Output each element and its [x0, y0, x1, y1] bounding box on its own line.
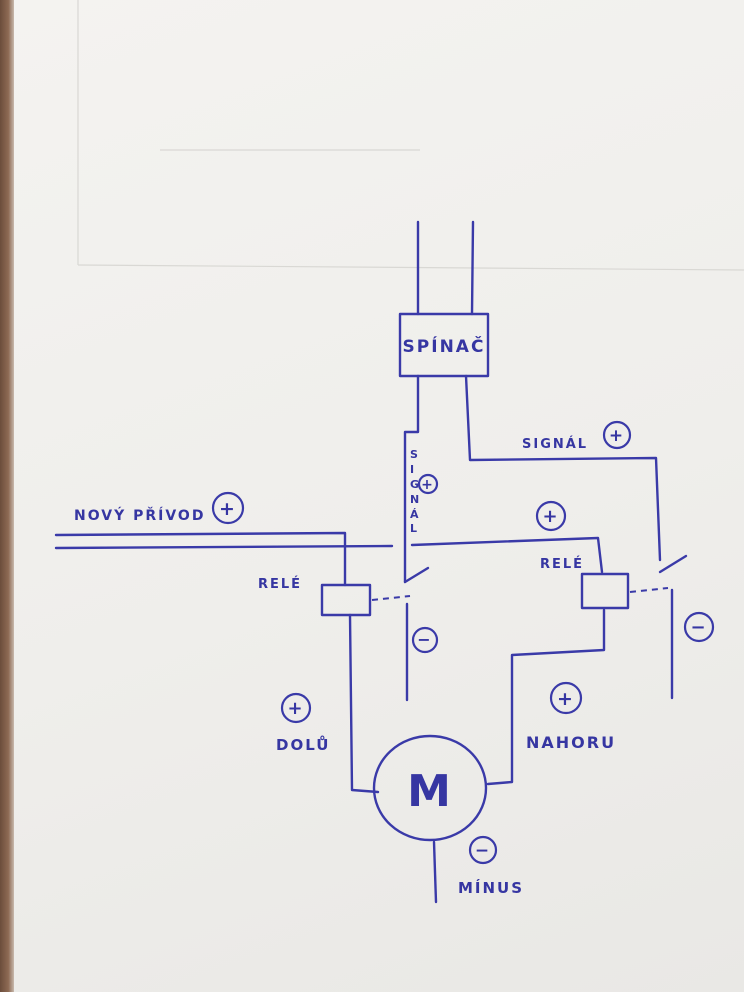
motor-label: M: [407, 766, 453, 817]
signal-wire-left: [403, 374, 420, 584]
plus-symbol-down: +: [280, 692, 312, 724]
supply-wire-lower: [54, 544, 394, 550]
down-label: DOLŮ: [276, 734, 330, 754]
minus-wire: [432, 840, 438, 904]
up-label: NAHORU: [526, 733, 616, 752]
switch-box: [398, 312, 490, 378]
signal-vertical-label: S I G N Á L: [410, 448, 421, 535]
minus-label: MÍNUS: [458, 878, 524, 897]
svg-text:−: −: [475, 841, 491, 861]
signal-letter: L: [410, 522, 419, 535]
minus-symbol-right-contact: −: [683, 611, 715, 643]
motor-symbol: [372, 734, 488, 842]
signal-letter: I: [410, 463, 416, 476]
relay-right-label: RELÉ: [540, 556, 584, 572]
relay-right-link: [629, 587, 669, 593]
svg-text:+: +: [421, 477, 435, 493]
new-supply-label: NOVÝ PŘÍVOD: [74, 506, 205, 524]
plus-symbol-up: +: [549, 681, 583, 715]
up-wire: [486, 608, 606, 786]
top-feed-wires: [416, 220, 475, 316]
minus-symbol-left-contact: −: [411, 626, 439, 654]
signal-letter: N: [410, 493, 421, 506]
minus-symbol-motor: −: [468, 835, 498, 865]
svg-text:+: +: [287, 698, 304, 719]
plus-symbol-signal-left: +: [417, 473, 439, 495]
svg-text:−: −: [417, 630, 432, 649]
svg-text:+: +: [542, 506, 559, 527]
relay-left-contact: [403, 566, 430, 584]
down-wire: [348, 613, 380, 794]
table-edge: [0, 0, 14, 992]
relay-left-coil: [320, 583, 372, 617]
switch-label: SPÍNAČ: [403, 335, 486, 357]
signal-right-label: SIGNÁL: [522, 436, 588, 452]
supply-wire-upper: [54, 531, 347, 587]
plus-symbol-supply: +: [211, 491, 245, 525]
ghost-imprint: [77, 0, 744, 271]
svg-text:+: +: [557, 688, 575, 710]
relay-left-link: [371, 595, 411, 601]
svg-text:+: +: [609, 426, 625, 446]
plus-symbol-supply-right: +: [535, 500, 567, 532]
paper-sheet: [6, 0, 744, 992]
relay-right-contact: [658, 554, 688, 574]
supply-wire-right: [410, 536, 604, 574]
signal-letter: G: [410, 478, 421, 491]
svg-text:−: −: [690, 617, 707, 638]
svg-text:+: +: [219, 498, 237, 520]
relay-right-coil: [580, 572, 630, 610]
signal-wire-right: [464, 374, 662, 562]
relay-left-label: RELÉ: [258, 576, 302, 592]
signal-letter: Á: [410, 508, 421, 521]
plus-symbol-signal-right: +: [602, 420, 632, 450]
signal-letter: S: [410, 448, 420, 461]
